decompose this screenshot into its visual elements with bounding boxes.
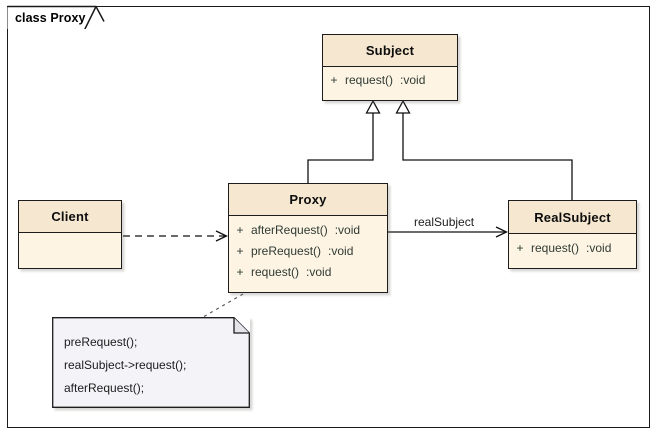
member-name: request() [531, 241, 580, 255]
class-member: + request() :void [323, 70, 457, 91]
class-members-proxy: + afterRequest() :void + preRequest() :v… [229, 216, 387, 292]
class-box-client[interactable]: Client [18, 200, 122, 269]
member-name: request() [251, 265, 300, 279]
class-member: + request() :void [229, 262, 387, 283]
member-visibility: + [330, 73, 338, 87]
member-visibility: + [236, 244, 244, 258]
class-members-client [19, 233, 121, 268]
class-box-proxy[interactable]: Proxy + afterRequest() :void + preReques… [228, 183, 388, 293]
class-box-subject[interactable]: Subject + request() :void [322, 34, 458, 101]
member-visibility: + [516, 241, 524, 255]
class-box-realsubject[interactable]: RealSubject + request() :void [508, 200, 637, 269]
member-type: :void [334, 223, 361, 237]
class-members-subject: + request() :void [323, 67, 457, 100]
member-type: :void [586, 241, 612, 255]
frame-title-label: class Proxy [15, 11, 86, 25]
frame-title-tab [7, 5, 105, 29]
class-member: + afterRequest() :void [229, 220, 387, 241]
note-line: afterRequest(); [64, 381, 145, 395]
member-type: :void [400, 73, 426, 87]
class-member: + request() :void [509, 238, 636, 259]
association-label-realsubject: realSubject [414, 215, 475, 229]
member-name: afterRequest() [251, 223, 328, 237]
note-shape [52, 317, 250, 408]
member-visibility: + [236, 223, 244, 237]
class-name-subject: Subject [323, 35, 457, 67]
note-line: realSubject->request(); [64, 358, 187, 372]
class-name-proxy: Proxy [229, 184, 387, 216]
note-box[interactable]: preRequest(); realSubject->request(); af… [52, 317, 250, 408]
class-members-realsubject: + request() :void [509, 234, 636, 268]
class-name-client: Client [19, 201, 121, 233]
member-type: :void [328, 244, 354, 258]
class-member: + preRequest() :void [229, 241, 387, 262]
class-name-realsubject: RealSubject [509, 201, 636, 234]
member-type: :void [306, 265, 332, 279]
member-name: request() [345, 73, 394, 87]
member-name: preRequest() [251, 244, 322, 258]
note-line: preRequest(); [64, 335, 138, 349]
diagram-frame [7, 6, 650, 428]
note-text-block: preRequest(); realSubject->request(); af… [64, 331, 244, 400]
member-visibility: + [236, 265, 244, 279]
